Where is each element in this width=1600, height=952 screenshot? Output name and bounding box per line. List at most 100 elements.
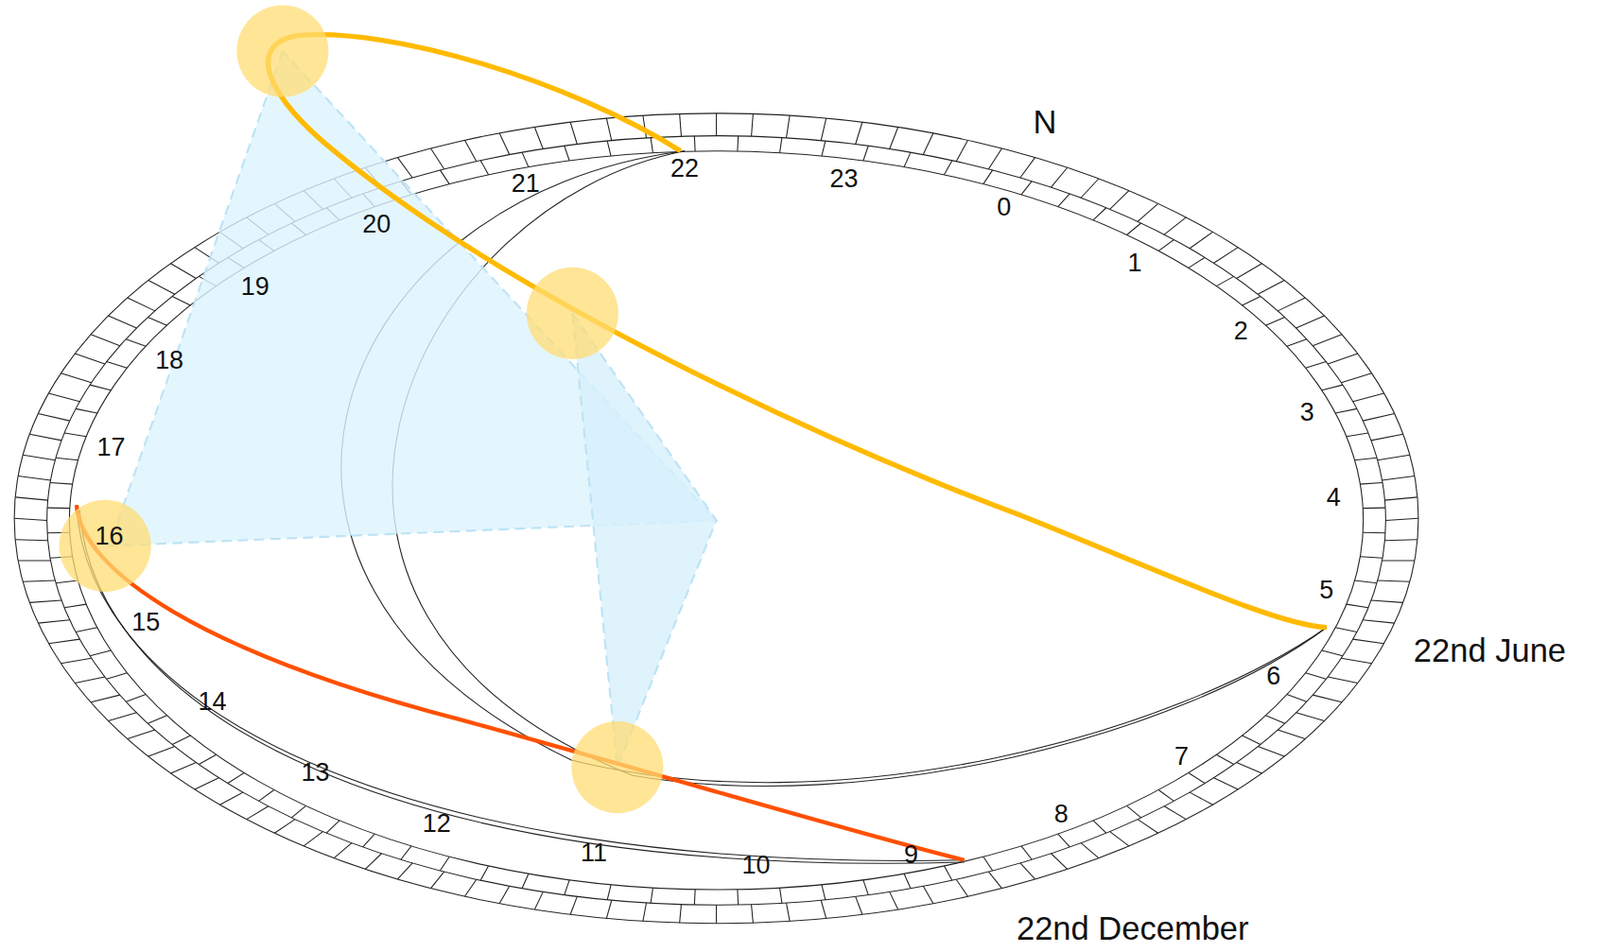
dial-tick (22, 454, 55, 461)
dial-tick (172, 295, 191, 305)
compass-label: N (1033, 105, 1058, 140)
hour-number: 23 (829, 165, 858, 192)
dial-tick (694, 136, 696, 152)
dial-tick (499, 133, 510, 156)
hour-number: 22 (670, 156, 699, 182)
dial-tick (1362, 532, 1386, 535)
dial-tick (956, 879, 968, 897)
hour-number: 0 (996, 194, 1011, 221)
dial-tick (1353, 393, 1385, 402)
dial-tick (1137, 819, 1159, 835)
dial-tick (147, 715, 167, 725)
dial-tick (1371, 434, 1404, 441)
dial-tick (147, 317, 167, 327)
dial-tick (1335, 627, 1357, 633)
dial-tick (1340, 373, 1372, 383)
dial-tick (171, 762, 197, 773)
dial-tick (570, 896, 577, 915)
dial-tick (125, 339, 146, 348)
dial-tick (439, 856, 450, 871)
dial-tick (786, 115, 791, 139)
dial-tick (715, 904, 717, 923)
dial-tick (988, 148, 1002, 170)
dial-tick (1277, 730, 1305, 740)
dial-tick (1080, 843, 1099, 859)
hour-number: 3 (1300, 399, 1315, 425)
dial-tick (715, 113, 717, 137)
hour-number: 2 (1234, 317, 1249, 344)
dial-tick (1321, 650, 1343, 657)
dial-tick (400, 846, 412, 860)
dial-tick (1312, 334, 1342, 347)
dial-tick (1286, 339, 1307, 348)
dial-tick (14, 518, 48, 521)
dial-tick (1327, 677, 1358, 684)
dial-tick (64, 604, 87, 609)
hour-number: 1 (1127, 250, 1142, 277)
dial-tick (17, 476, 51, 481)
dial-tick (29, 600, 62, 603)
dial-tick (944, 866, 953, 881)
dial-tick (75, 627, 98, 633)
dial-tick (1188, 257, 1205, 268)
dial-tick (922, 133, 934, 156)
dial-tick (1127, 805, 1142, 818)
dial-tick (365, 853, 382, 870)
dial-tick (464, 879, 476, 897)
dial-tick (820, 900, 826, 919)
dial-tick (259, 790, 275, 802)
dial-tick (1020, 157, 1036, 178)
dial-tick (1164, 217, 1186, 235)
dial-tick (1327, 353, 1358, 365)
sun-markers (59, 5, 664, 815)
dial-tick (1242, 735, 1261, 745)
dial-tick (1321, 384, 1343, 391)
dial-tick (303, 832, 323, 847)
dial-tick (50, 483, 73, 486)
hour-number: 12 (422, 810, 452, 836)
dial-tick (922, 886, 934, 904)
dial-tick (464, 139, 476, 161)
hour-number: 14 (197, 689, 227, 715)
hour-number: 5 (1319, 576, 1334, 603)
dial-tick (1158, 240, 1174, 252)
dial-tick (1384, 497, 1417, 501)
dial-tick (1236, 263, 1263, 279)
dial-tick (439, 170, 450, 185)
hour-number: 21 (511, 171, 540, 197)
dial-tick (333, 843, 352, 859)
hour-number: 17 (97, 434, 126, 460)
dial-tick (1362, 413, 1394, 421)
dial-tick (74, 353, 105, 365)
dial-tick (1257, 747, 1285, 758)
dial-tick (1127, 223, 1142, 236)
dial-tick (956, 139, 968, 161)
december-sun-path (76, 504, 965, 861)
dial-tick (1384, 539, 1417, 541)
dial-tick (1093, 820, 1107, 834)
dial-tick (60, 658, 91, 664)
hour-number: 15 (131, 609, 160, 636)
june-sun-path (268, 34, 1327, 628)
dial-tick (48, 393, 80, 402)
dial-tick (220, 792, 244, 805)
dial-tick (29, 434, 62, 441)
dial-tick (607, 885, 611, 901)
dial-tick (1362, 507, 1386, 510)
dial-tick (106, 673, 128, 680)
dial-tick (1277, 297, 1305, 312)
dial-tick (786, 903, 791, 922)
dial-tick (1093, 208, 1107, 221)
dial-tick (863, 880, 869, 896)
dial-tick (1312, 695, 1342, 703)
dial-tick (863, 145, 869, 161)
dial-tick (1353, 639, 1385, 644)
dial-tick (751, 113, 754, 137)
dial-tick (1286, 695, 1307, 703)
dial-tick (1058, 193, 1071, 208)
dial-tick (650, 138, 653, 154)
sun-marker (571, 721, 663, 814)
dial-tick (171, 263, 197, 279)
dial-tick (1216, 754, 1234, 765)
dial-tick (55, 580, 78, 584)
